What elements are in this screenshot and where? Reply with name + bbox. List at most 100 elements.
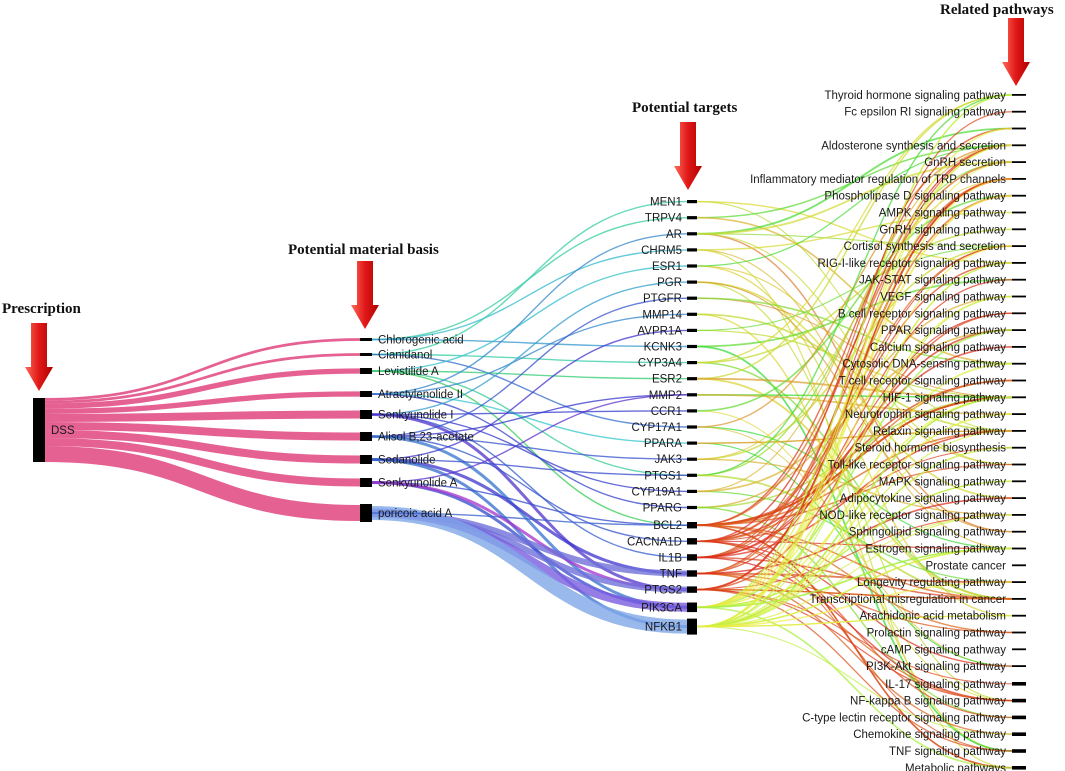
node-pathway: [1012, 362, 1026, 365]
node-target: [687, 361, 697, 365]
node-compound: [360, 338, 372, 341]
link-dss-compound: [44, 410, 361, 422]
link-target-pathway: [696, 540, 1013, 752]
link-target-pathway: [696, 514, 1013, 628]
node-target: [687, 554, 697, 561]
link-compound-target: [371, 512, 688, 526]
node-pathway-label: Longevity regulating pathway: [857, 577, 1006, 589]
link-target-pathway: [696, 178, 1013, 628]
node-target: [687, 489, 697, 493]
link-compound-target: [371, 410, 688, 416]
link-target-pathway: [696, 626, 1013, 735]
node-pathway-label: T cell receptor signaling pathway: [839, 376, 1007, 388]
node-pathway-label: AMPK signaling pathway: [879, 208, 1006, 220]
node-pathway-label: Arachidonic acid metabolism: [860, 611, 1006, 623]
node-pathway: [1012, 564, 1026, 567]
node-pathway-label: Steroid hormone biosynthesis: [855, 443, 1007, 455]
node-target: [687, 618, 697, 635]
node-pathway: [1012, 648, 1026, 651]
node-pathway-label: VEGF signaling pathway: [880, 292, 1006, 304]
node-pathway-label: Transcriptional misregulation in cancer: [810, 594, 1007, 606]
link-target-pathway: [696, 329, 1013, 493]
node-target: [687, 232, 697, 236]
node-target-label: PTGFR: [643, 293, 682, 305]
link-target-pathway: [696, 329, 1013, 609]
node-pathway-label: GnRH secretion: [924, 157, 1006, 169]
node-pathway: [1012, 161, 1026, 163]
node-target: [687, 328, 697, 332]
node-pathway: [1012, 110, 1026, 113]
node-pathway: [1012, 480, 1026, 483]
node-pathway: [1012, 278, 1026, 281]
link-target-pathway: [696, 556, 1013, 702]
node-dss: [33, 398, 45, 462]
header-related-pathways: Related pathways: [940, 2, 1054, 18]
node-pathway-label: Metabolic pathways: [905, 763, 1006, 771]
node-target-label: CACNA1D: [627, 536, 682, 548]
node-pathway-label: Phospholipase D signaling pathway: [824, 191, 1006, 203]
link-target-pathway: [696, 144, 1013, 628]
link-target-pathway: [696, 446, 1013, 628]
node-pathway-label: B cell receptor signaling pathway: [838, 308, 1006, 320]
node-pathway-label: RIG-I-like receptor signaling pathway: [817, 258, 1006, 270]
link-dss-compound: [44, 338, 361, 401]
node-compound-label: Chlorogenic acid: [378, 335, 464, 347]
link-target-pathway: [696, 94, 1013, 380]
link-target-pathway: [696, 377, 1013, 600]
link-dss-compound: [44, 391, 361, 414]
node-pathway: [1012, 598, 1026, 600]
node-pathway-label: Sphingolipid signaling pathway: [849, 527, 1007, 539]
node-pathway-label: NOD-like receptor signaling pathway: [819, 510, 1006, 522]
link-target-pathway: [696, 588, 1013, 702]
link-compound-target: [371, 338, 688, 348]
node-pathway-label: Adipocytokine signaling pathway: [840, 493, 1006, 505]
link-compound-target: [371, 394, 688, 438]
node-compound-label: Sedanolide: [378, 455, 436, 467]
node-pathway-label: Inflammatory mediator regulation of TRP …: [750, 174, 1006, 186]
node-pathway: [1012, 547, 1026, 550]
link-compound-target: [371, 233, 688, 395]
node-target: [687, 570, 697, 577]
node-pathway-label: NF-kappa B signaling pathway: [850, 696, 1006, 708]
node-pathway: [1012, 732, 1026, 736]
node-pathway-label: C-type lectin receptor signaling pathway: [802, 712, 1006, 724]
node-pathway: [1012, 766, 1026, 770]
node-target-label: JAK3: [655, 454, 683, 466]
node-pathway: [1012, 631, 1026, 634]
node-compound: [360, 504, 372, 522]
link-dss-compound: [44, 446, 361, 521]
node-pathway: [1012, 698, 1026, 703]
node-target-label: PTGS1: [644, 470, 682, 482]
node-compound: [360, 391, 372, 397]
node-pathway: [1012, 329, 1026, 331]
node-pathway: [1012, 346, 1026, 348]
link-target-pathway: [696, 144, 1013, 543]
link-target-pathway: [696, 458, 1013, 516]
node-pathway: [1012, 194, 1026, 197]
link-dss-compound: [44, 353, 361, 404]
node-compound: [360, 368, 372, 374]
node-target-label: PIK3CA: [641, 602, 682, 614]
link-target-pathway: [696, 426, 1013, 667]
link-compound-target: [371, 249, 688, 341]
link-target-pathway: [696, 588, 1013, 752]
node-target-label: MEN1: [650, 197, 682, 209]
link-target-pathway: [696, 278, 1013, 348]
node-compound-label: Alisol B,23-acetate: [378, 432, 474, 444]
link-compound-target: [371, 435, 688, 460]
link-target-pathway: [696, 295, 1013, 628]
link-target-pathway: [696, 547, 1013, 628]
node-compound: [360, 432, 372, 441]
node-target-label: PPARG: [643, 503, 682, 515]
node-pathway-label: HIF-1 signaling pathway: [883, 392, 1007, 404]
link-target-pathway: [696, 281, 1013, 499]
node-target: [687, 377, 697, 381]
node-target: [687, 200, 697, 204]
link-target-pathway: [696, 144, 1013, 575]
node-pathway-label: Prostate cancer: [925, 560, 1006, 572]
node-target-label: TNF: [660, 569, 682, 581]
node-pathway: [1012, 262, 1026, 264]
link-target-pathway: [696, 194, 1013, 412]
node-target-label: CYP3A4: [638, 358, 683, 370]
